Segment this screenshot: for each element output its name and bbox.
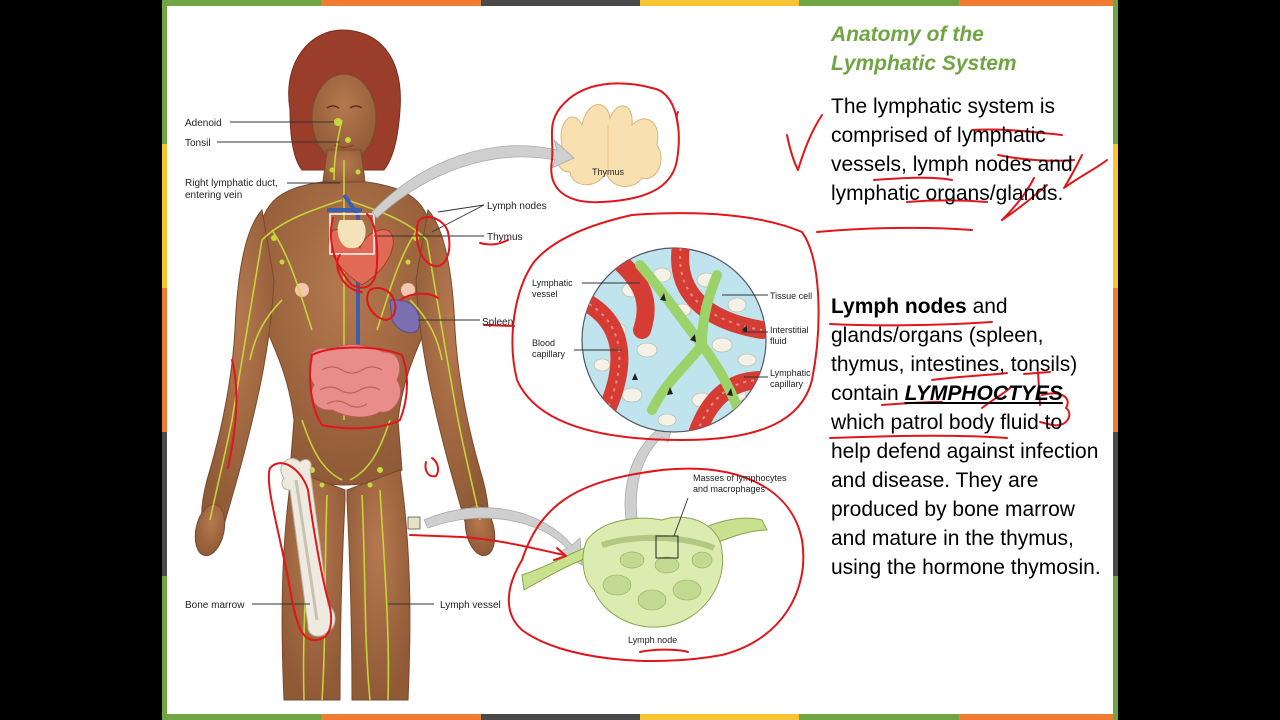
right-breast-mark — [401, 283, 415, 297]
border-segment-left — [162, 576, 167, 720]
label-tonsil: Tonsil — [185, 138, 211, 149]
label-right-duct-1: Right lymphatic duct, — [185, 178, 278, 189]
border-segment-top — [640, 0, 800, 6]
label-interstitial-2: fluid — [770, 336, 787, 346]
border-segment-top — [958, 0, 1118, 6]
tissue-circle-inset — [581, 247, 767, 433]
slide-title-line-1: Anatomy of the — [831, 23, 984, 46]
label-bone-marrow: Bone marrow — [185, 600, 245, 611]
border-segment-bottom — [480, 714, 640, 720]
label-masses-1: Masses of lymphocytes — [693, 473, 787, 483]
femur-bone — [280, 457, 336, 637]
figure-labels: Adenoid Tonsil Right lymphatic duct, ent… — [185, 118, 812, 645]
spleen — [389, 299, 420, 334]
paragraph2-part-b: which patrol body fluid to help defend a… — [831, 411, 1101, 579]
intro-paragraph: The lymphatic system is comprised of lym… — [831, 95, 1073, 205]
slide-title-line-2: Lymphatic System — [831, 52, 1017, 75]
border-segment-bottom — [321, 714, 481, 720]
face-details — [326, 105, 363, 149]
label-right-duct-2: entering vein — [185, 190, 242, 201]
slide: Adenoid Tonsil Right lymphatic duct, ent… — [162, 0, 1118, 720]
intestines — [309, 343, 402, 418]
great-veins — [327, 193, 362, 360]
border-segment-right — [1113, 432, 1118, 576]
lymph-nodes-bold: Lymph nodes — [831, 295, 967, 318]
border-segment-right — [1113, 144, 1118, 288]
border-segment-top — [162, 0, 322, 6]
label-thymus: Thymus — [487, 232, 523, 243]
border-segment-left — [162, 0, 167, 144]
border-segment-left — [162, 288, 167, 432]
border-segment-right — [1113, 0, 1118, 144]
border-segment-bottom — [799, 714, 959, 720]
border-segment-top — [799, 0, 959, 6]
label-lymphatic-capillary-1: Lymphatic — [770, 368, 811, 378]
border-segment-left — [162, 144, 167, 288]
thymus-inset — [556, 103, 662, 187]
label-lymphatic-capillary-2: capillary — [770, 379, 804, 389]
lymphocytes-emphasis: LYMPHOCTYES — [904, 382, 1063, 405]
border-segment-bottom — [162, 714, 322, 720]
label-blood-capillary-1: Blood — [532, 338, 555, 348]
handwritten-annotations — [227, 82, 1108, 662]
border-segment-bottom — [640, 714, 800, 720]
circle-leader-lines — [574, 282, 768, 378]
arrow-to-thymus — [371, 138, 575, 219]
lymphatic-anatomy-figure: Adenoid Tonsil Right lymphatic duct, ent… — [185, 29, 1108, 701]
leader-lines — [217, 121, 485, 605]
label-tissue-cell: Tissue cell — [770, 291, 812, 301]
label-masses-2: and macrophages — [693, 484, 766, 494]
border-segment-top — [321, 0, 481, 6]
border-segment-right — [1113, 576, 1118, 720]
paragraph2-part-a: and glands/organs (spleen, thymus, intes… — [831, 295, 1078, 405]
label-spleen: Spleen — [482, 317, 513, 328]
label-lymph-nodes: Lymph nodes — [487, 201, 547, 212]
label-blood-capillary-2: capillary — [532, 349, 566, 359]
label-lymphatic-vessel-2: vessel — [532, 289, 558, 299]
label-lymph-vessel: Lymph vessel — [440, 600, 501, 611]
border-segment-top — [480, 0, 640, 6]
lymph-node-inset — [521, 497, 768, 628]
slide-title: Anatomy of the Lymphatic System — [831, 20, 1017, 78]
border-segment-left — [162, 432, 167, 576]
border-segment-right — [1113, 288, 1118, 432]
label-interstitial-1: Interstitial — [770, 325, 809, 335]
label-thymus-inset: Thymus — [592, 167, 625, 177]
label-adenoid: Adenoid — [185, 118, 222, 129]
label-lymphatic-vessel-1: Lymphatic — [532, 278, 573, 288]
lymphocytes-paragraph: Lymph nodes and glands/organs (spleen, t… — [831, 292, 1101, 582]
border-segment-bottom — [958, 714, 1118, 720]
lymph-node-dots — [271, 118, 419, 488]
label-lymph-node: Lymph node — [628, 635, 677, 645]
